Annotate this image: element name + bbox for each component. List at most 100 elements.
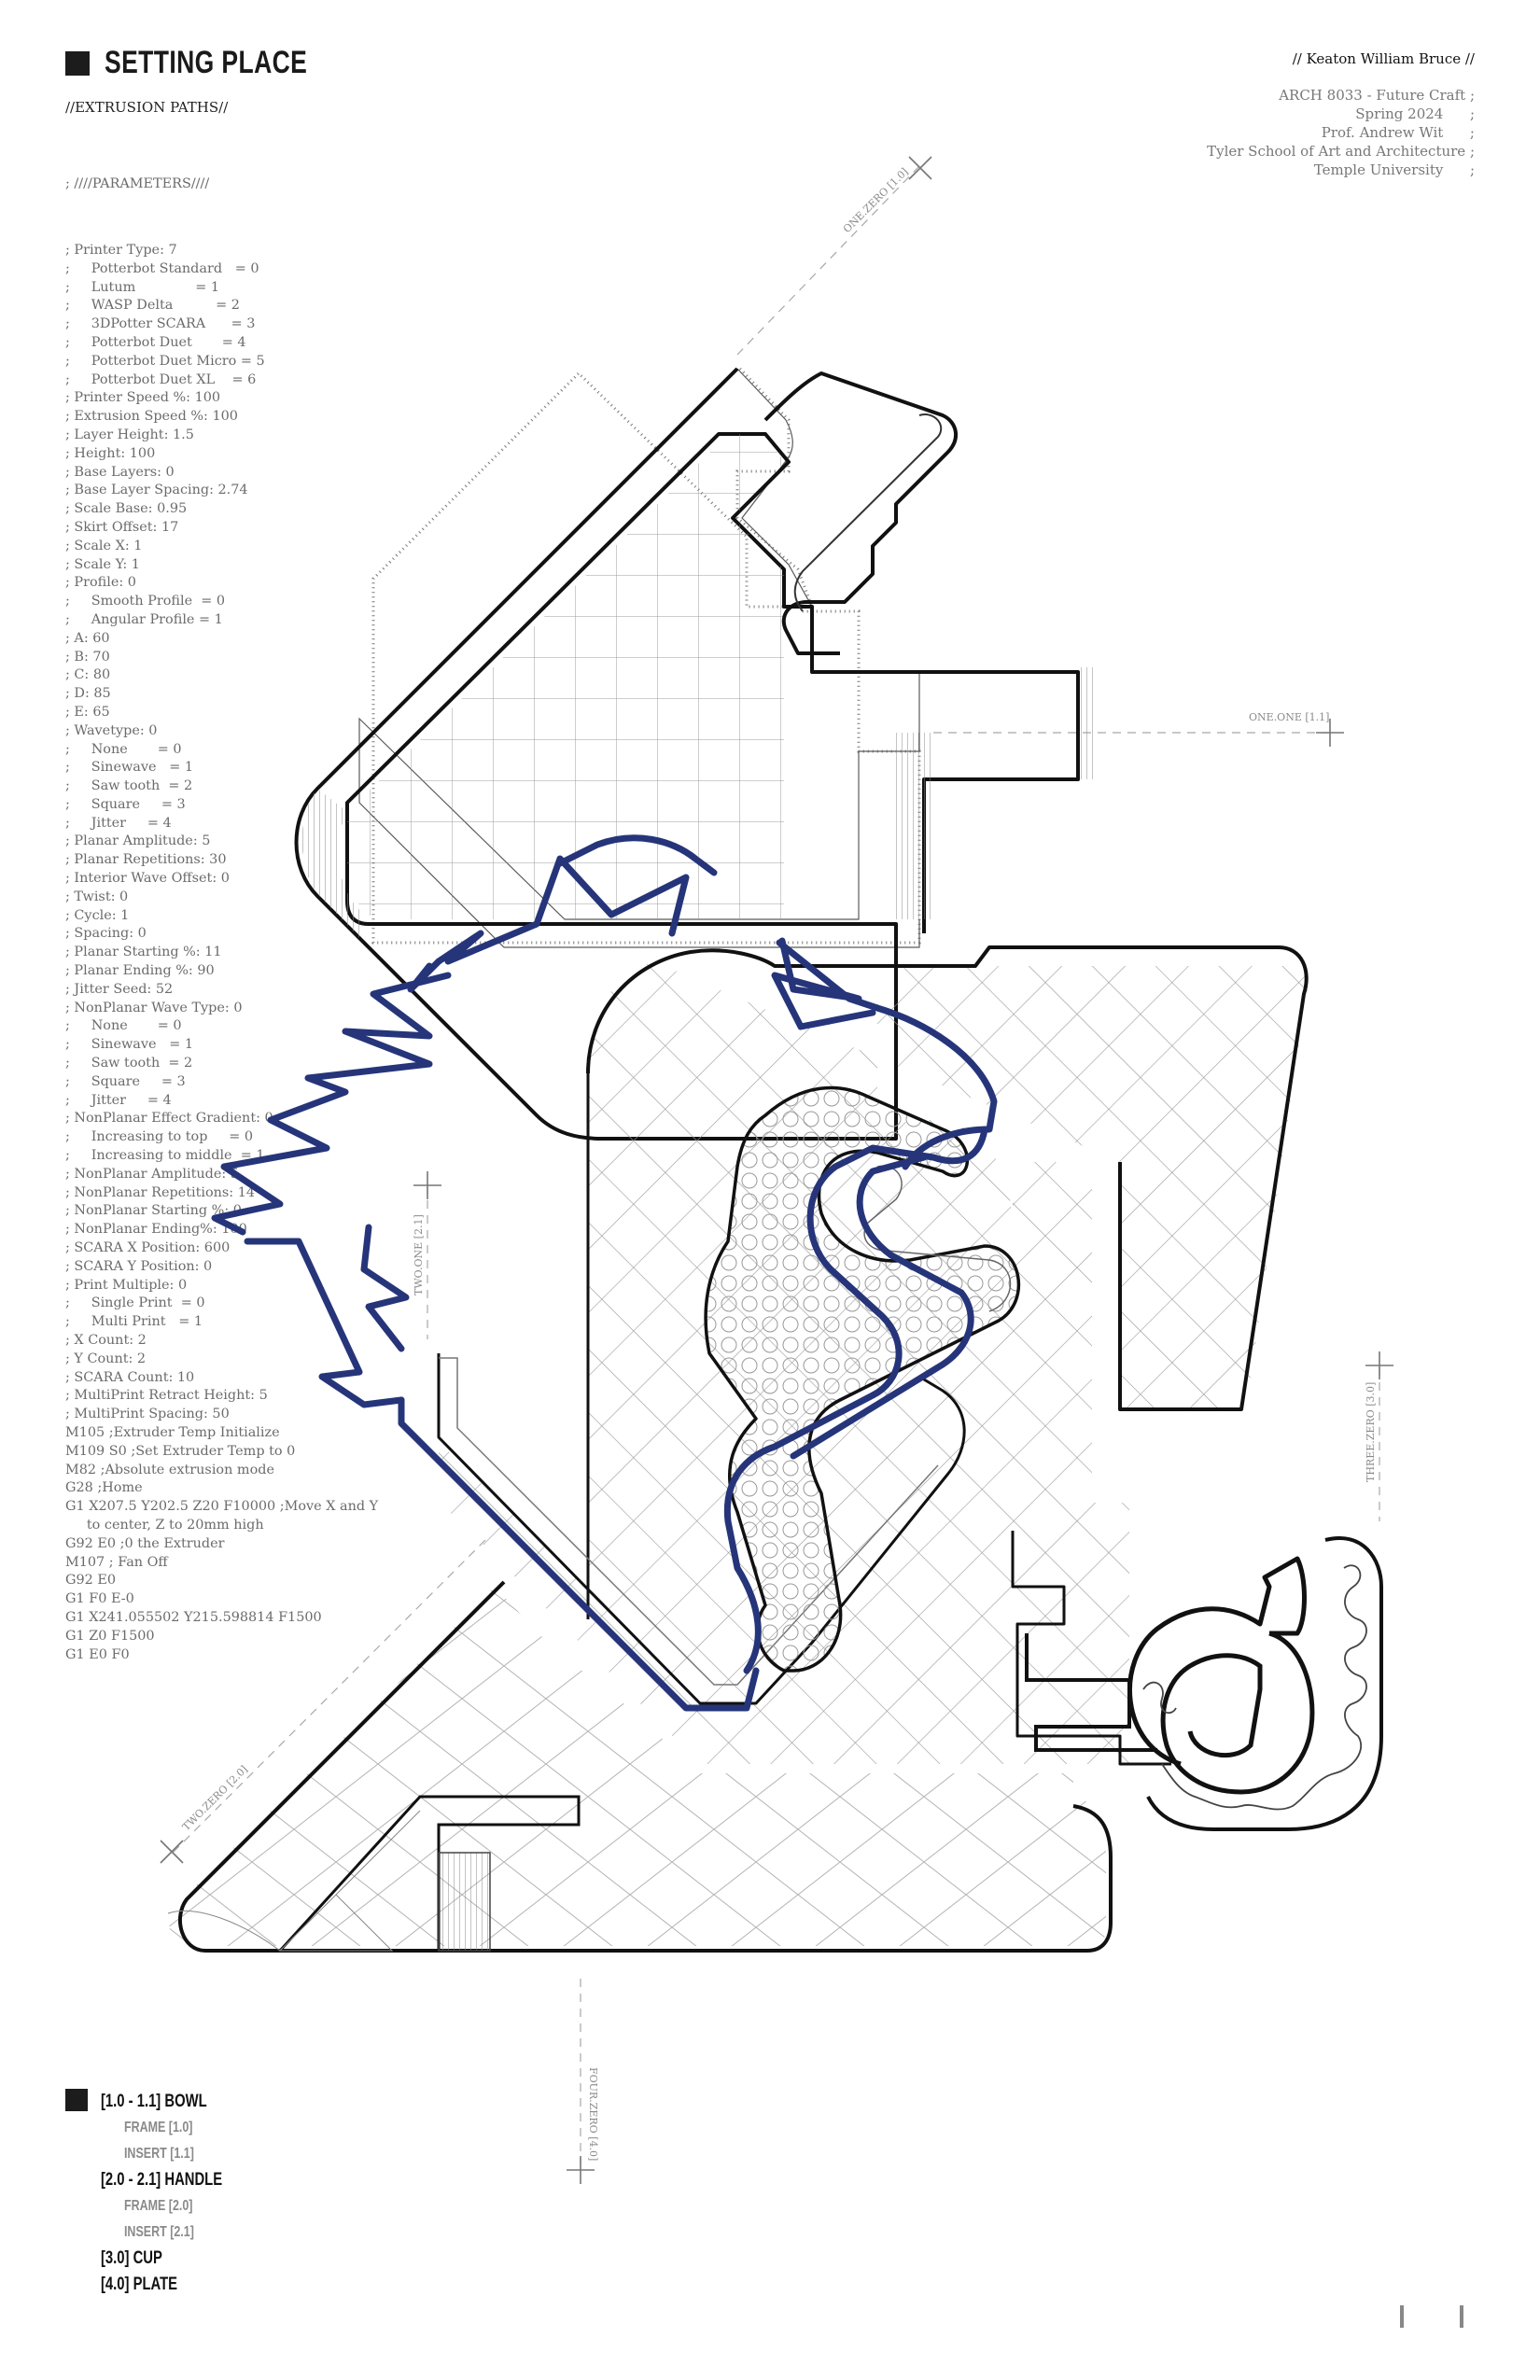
parameter-line: G1 X241.055502 Y215.598814 F1500	[65, 1609, 322, 1625]
parameter-line: M107 ; Fan Off	[65, 1554, 168, 1570]
parameter-line: G92 E0 ;0 the Extruder	[65, 1535, 225, 1551]
parameter-line: ; SCARA Y Position: 0	[65, 1258, 213, 1274]
parameter-line: ; A: 60	[65, 630, 110, 646]
axis-label-1-0: ONE.ZERO [1.0]	[841, 165, 911, 235]
parameter-line: ; Increasing to middle = 1	[65, 1148, 265, 1164]
parameter-line: ; Scale Y: 1	[65, 556, 140, 572]
parameter-line: ; Square = 3	[65, 1073, 186, 1089]
credit-line: Spring 2024 ;	[1355, 105, 1475, 122]
axis-crosshairs	[160, 156, 1393, 2184]
parameter-line: ; NonPlanar Repetitions: 14	[65, 1184, 256, 1200]
crosshair-1-0	[908, 156, 932, 180]
legend-group: [1.0 - 1.1] BOWL	[101, 2092, 207, 2111]
crosshair-4-0	[567, 2156, 595, 2184]
parameter-line: ; Print Multiple: 0	[65, 1277, 188, 1293]
extrusion-path	[211, 834, 998, 1712]
parameter-line: ; Planar Repetitions: 30	[65, 852, 227, 868]
parameter-line: ; Single Print = 0	[65, 1295, 205, 1311]
title-marker	[65, 50, 90, 76]
parameter-line: G1 Z0 F1500	[65, 1628, 155, 1644]
parameter-lines: ; Printer Type: 7 ; Potterbot Standard = …	[65, 242, 476, 1664]
parameter-line: ; Skirt Offset: 17	[65, 519, 179, 535]
parameter-line: G1 F0 E-0	[65, 1591, 134, 1607]
axis-lines	[172, 165, 1380, 2165]
parameter-line: ; E: 65	[65, 704, 110, 720]
legend-subitem: FRAME [2.0]	[123, 2198, 193, 2214]
parameter-line: ; Sinewave = 1	[65, 760, 194, 776]
cup-3-0	[1011, 1531, 1383, 1831]
parameter-line: ; Potterbot Standard = 0	[65, 260, 259, 276]
parameter-line: ; Spacing: 0	[65, 926, 147, 942]
parameter-line: ; Layer Height: 1.5	[65, 427, 194, 442]
plate-4-0	[167, 1577, 1113, 1953]
legend-group: [2.0 - 2.1] HANDLE	[101, 2170, 223, 2190]
parameter-line: M82 ;Absolute extrusion mode	[65, 1462, 274, 1477]
parameter-line: ; Base Layer Spacing: 2.74	[65, 483, 248, 498]
parameter-line: ; Potterbot Duet Micro = 5	[65, 353, 265, 369]
parameter-line: ; 3DPotter SCARA = 3	[65, 316, 256, 332]
parameter-line: ; Planar Ending %: 90	[65, 963, 215, 979]
parameter-line: ; Lutum = 1	[65, 279, 220, 295]
author-credit: // Keaton William Bruce //	[1292, 50, 1475, 67]
parameter-line: ; Potterbot Duet XL = 6	[65, 371, 257, 387]
parameter-line: to center, Z to 20mm high	[65, 1517, 264, 1533]
parameter-line: ; Potterbot Duet = 4	[65, 334, 246, 350]
parameter-line: ; Angular Profile = 1	[65, 611, 223, 627]
legend-group: [4.0] PLATE	[101, 2275, 178, 2294]
credit-line: Temple University ;	[1313, 161, 1475, 178]
axis-label-3-0: THREE.ZERO [3.0]	[1365, 1382, 1377, 1482]
crosshair-2-0	[160, 1840, 184, 1864]
bowl-insert-1-1	[763, 371, 958, 655]
parameter-line: ; None = 0	[65, 741, 182, 757]
parameter-line: ; Sinewave = 1	[65, 1037, 194, 1053]
parameter-line: G92 E0	[65, 1573, 117, 1589]
parameter-line: M105 ;Extruder Temp Initialize	[65, 1424, 280, 1440]
page-title: SETTING PLACE	[105, 45, 308, 80]
parameter-line: ; Interior Wave Offset: 0	[65, 871, 230, 887]
parameter-heading: ; ////PARAMETERS////	[65, 175, 210, 191]
parameter-line: ; Extrusion Speed %: 100	[65, 409, 238, 425]
axis-label-4-0: FOUR.ZERO [4.0]	[587, 2067, 599, 2161]
parameter-line: G1 E0 F0	[65, 1646, 130, 1662]
parameter-line: ; WASP Delta = 2	[65, 298, 240, 314]
parameter-line: ; SCARA Count: 10	[65, 1369, 195, 1385]
axis-label-2-0: TWO.ZERO [2.0]	[180, 1763, 250, 1833]
parameter-line: ; Jitter = 4	[65, 815, 172, 831]
parameter-line: ; B: 70	[65, 649, 110, 665]
handle-insert-2-1	[704, 1085, 1021, 1673]
parameter-line: ; SCARA X Position: 600	[65, 1240, 231, 1256]
crosshair-2-1	[413, 1171, 441, 1199]
legend-subitem: INSERT [2.1]	[123, 2224, 194, 2240]
parameter-line: ; Planar Starting %: 11	[65, 945, 222, 960]
legend-group: [3.0] CUP	[101, 2248, 162, 2268]
parameter-line: ; Square = 3	[65, 796, 186, 812]
axis-label-2-1: TWO.ONE [2.1]	[413, 1214, 425, 1295]
legend-subitem: FRAME [1.0]	[123, 2120, 193, 2135]
parameter-line: ; Multi Print = 1	[65, 1314, 203, 1330]
parameter-line: ; Jitter = 4	[65, 1092, 172, 1108]
parameter-line: ; Smooth Profile = 0	[65, 594, 226, 609]
parameter-line: ; MultiPrint Retract Height: 5	[65, 1388, 268, 1404]
parameter-line: ; Saw tooth = 2	[65, 1056, 193, 1071]
course-credits: ARCH 8033 - Future Craft ;Spring 2024 ;P…	[1207, 86, 1475, 179]
legend-subitem: INSERT [1.1]	[123, 2146, 194, 2162]
page-mark-left	[1400, 2305, 1404, 2328]
parameter-line: ; Y Count: 2	[65, 1351, 147, 1366]
credit-line: Prof. Andrew Wit ;	[1321, 124, 1475, 141]
parameter-line: ; Height: 100	[65, 445, 156, 461]
parameter-line: ; Profile: 0	[65, 575, 136, 591]
parameter-line: G1 X207.5 Y202.5 Z20 F10000 ;Move X and …	[65, 1499, 379, 1515]
parameter-line: ; D: 85	[65, 686, 111, 702]
page-subtitle: //EXTRUSION PATHS//	[65, 99, 229, 116]
parameter-line: G28 ;Home	[65, 1480, 143, 1496]
crosshair-3-0	[1365, 1351, 1393, 1379]
parameter-line: ; Printer Speed %: 100	[65, 390, 221, 406]
axis-label-1-1: ONE.ONE [1.1]	[1249, 711, 1329, 723]
parameter-line: M109 S0 ;Set Extruder Temp to 0	[65, 1443, 296, 1459]
parameter-line: ; Printer Type: 7	[65, 242, 177, 258]
parameter-line: ; MultiPrint Spacing: 50	[65, 1407, 230, 1422]
title-block: SETTING PLACE	[65, 45, 365, 81]
axis-line-1-0	[736, 165, 920, 356]
parameter-line: ; Saw tooth = 2	[65, 778, 193, 794]
